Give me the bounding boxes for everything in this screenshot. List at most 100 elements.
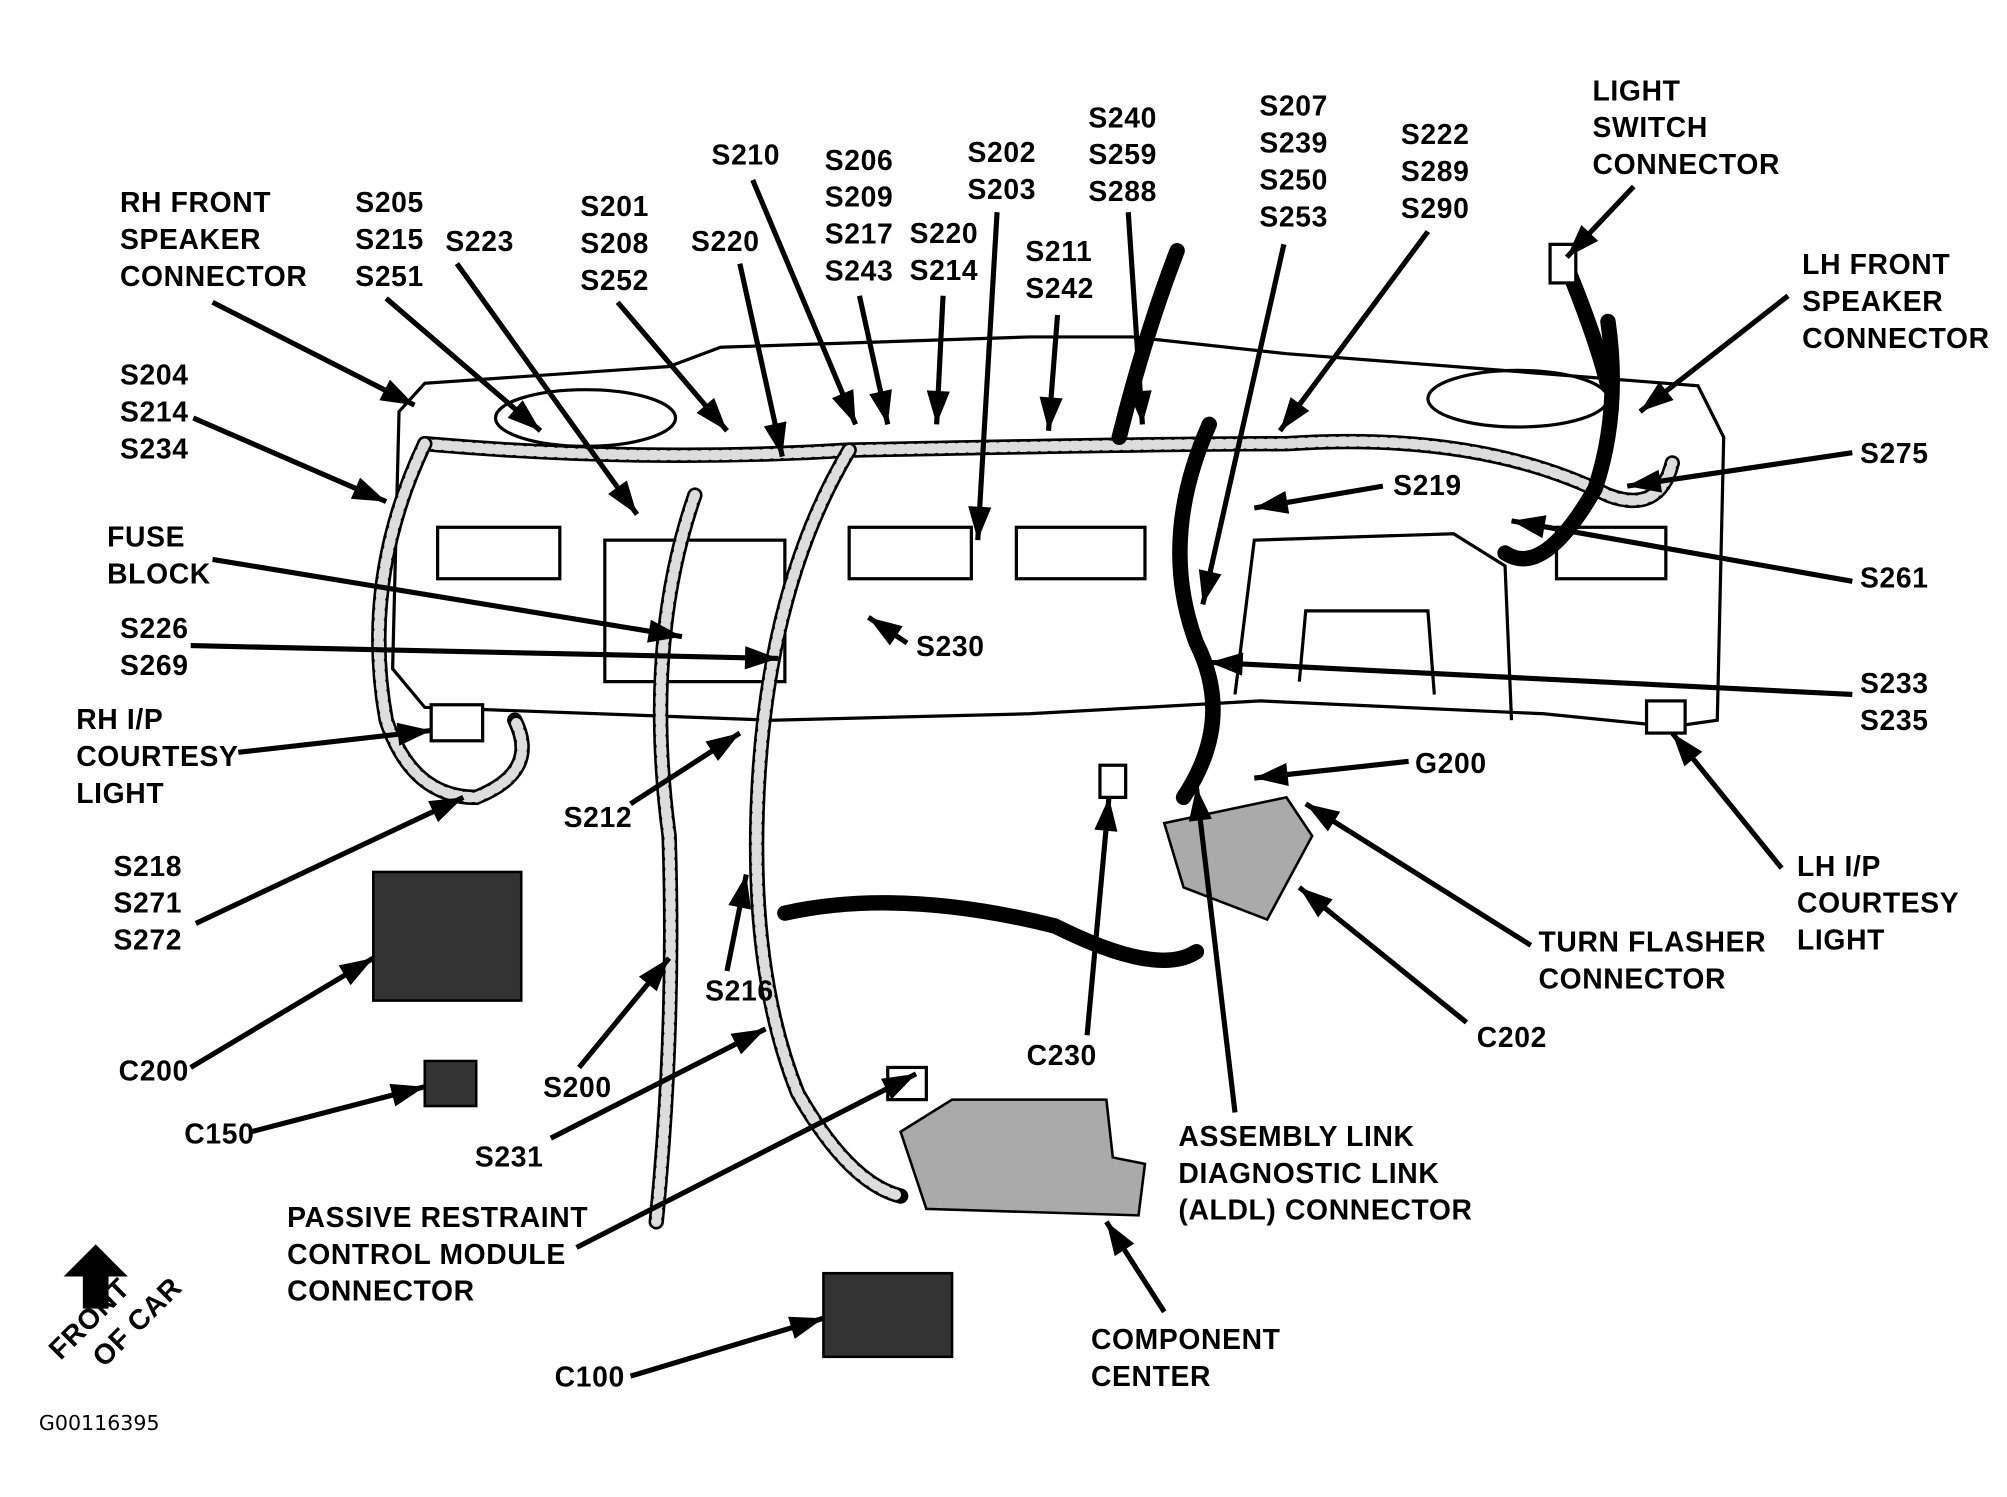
leader-line xyxy=(384,296,543,433)
callout-text: LH FRONT xyxy=(1802,248,1950,280)
callout-text: S214 xyxy=(120,395,189,427)
callout-text: CONNECTOR xyxy=(287,1275,475,1307)
arrowhead-icon xyxy=(1299,887,1333,918)
arrowhead-icon xyxy=(705,733,740,761)
callout-text: S250 xyxy=(1259,164,1328,196)
callout-text: COMPONENT xyxy=(1091,1323,1281,1355)
arrowhead-icon xyxy=(1209,652,1244,676)
lh-speaker-grille xyxy=(1426,368,1610,429)
dashboard-illustration xyxy=(371,242,1726,1359)
callout-component-center: COMPONENT CENTER xyxy=(1091,1323,1281,1392)
callout-s220a: S220 xyxy=(691,225,759,257)
callout-s261: S261 xyxy=(1860,562,1928,594)
leader-line xyxy=(975,212,1000,541)
callout-text: ASSEMBLY LINK xyxy=(1178,1120,1414,1152)
c150-connector xyxy=(423,1059,478,1108)
callout-s275: S275 xyxy=(1860,437,1929,469)
callout-text: S223 xyxy=(445,225,514,257)
callout-text: S210 xyxy=(712,139,781,171)
callout-text: S205 xyxy=(355,186,424,218)
arrowhead-icon xyxy=(1566,224,1599,258)
callout-s200: S200 xyxy=(543,1071,611,1103)
arrowhead-icon xyxy=(1094,797,1118,832)
callout-text: S233 xyxy=(1860,667,1929,699)
arrowhead-icon xyxy=(507,400,541,431)
callout-text: CENTER xyxy=(1091,1360,1211,1392)
leader-arrows xyxy=(189,179,1853,1379)
arrowhead-icon xyxy=(1039,396,1063,431)
leader-line xyxy=(454,262,640,516)
callout-text: S242 xyxy=(1025,272,1094,304)
arrowhead-icon xyxy=(350,477,387,502)
callout-text: S204 xyxy=(120,359,189,391)
callout-text: C150 xyxy=(184,1117,254,1149)
arrowhead-icon xyxy=(1672,733,1703,767)
leader-line xyxy=(575,1071,918,1250)
callout-text: C202 xyxy=(1477,1021,1547,1053)
c100-connector xyxy=(822,1271,954,1359)
callout-text: DIAGNOSTIC LINK xyxy=(1178,1157,1439,1189)
arrowhead-icon xyxy=(763,421,787,457)
callout-text: S201 xyxy=(580,190,649,222)
leader-line xyxy=(194,795,465,926)
callout-text: S220 xyxy=(910,217,979,249)
callout-text: LIGHT xyxy=(1593,74,1681,106)
callout-text: S208 xyxy=(580,227,649,259)
leader-line xyxy=(1626,450,1853,489)
center-vent-right xyxy=(1014,525,1147,581)
callout-text: SWITCH xyxy=(1593,111,1708,143)
callout-text: S234 xyxy=(120,432,189,464)
callout-s210: S210 xyxy=(712,139,781,171)
leader-line xyxy=(1277,229,1430,433)
callout-text: S211 xyxy=(1025,235,1092,267)
callout-text: S214 xyxy=(910,254,979,286)
arrowhead-icon xyxy=(1254,490,1290,514)
callout-text: PASSIVE RESTRAINT xyxy=(287,1201,588,1233)
arrowhead-icon xyxy=(389,1083,425,1107)
callout-text: S251 xyxy=(355,260,424,292)
callout-c230: C230 xyxy=(1027,1039,1097,1071)
arrowhead-icon xyxy=(926,390,950,425)
callout-text: S275 xyxy=(1860,437,1929,469)
callout-text: S215 xyxy=(355,223,424,255)
callout-text: S222 xyxy=(1401,118,1470,150)
callout-text: RH I/P xyxy=(76,703,163,735)
callout-text: S226 xyxy=(120,612,189,644)
callout-s230: S230 xyxy=(916,630,985,662)
callout-c150: C150 xyxy=(184,1117,254,1149)
arrowhead-icon xyxy=(338,958,374,986)
callout-text: FUSE xyxy=(107,521,185,553)
callout-text: S252 xyxy=(580,264,649,296)
leader-line xyxy=(211,299,416,408)
leader-line xyxy=(189,955,375,1070)
callout-text: S230 xyxy=(916,630,985,662)
callout-text: TURN FLASHER xyxy=(1539,926,1767,958)
callout-text: S203 xyxy=(967,173,1036,205)
arrowhead-icon xyxy=(608,480,637,515)
component-center-box xyxy=(899,1098,1147,1217)
arrowhead-icon xyxy=(1106,1221,1135,1257)
leader-line xyxy=(1297,885,1469,1025)
callout-c100: C100 xyxy=(555,1360,625,1392)
callout-text: S289 xyxy=(1401,155,1470,187)
leader-line xyxy=(1200,243,1287,606)
arrowhead-icon xyxy=(968,506,992,541)
arrowhead-icon xyxy=(428,797,464,823)
rh-courtesy-light-body xyxy=(429,703,485,743)
rh-branch-wrap xyxy=(373,438,528,803)
arrowhead-icon xyxy=(728,874,752,910)
callout-text: LH I/P xyxy=(1797,850,1881,882)
callout-text: S216 xyxy=(705,975,774,1007)
